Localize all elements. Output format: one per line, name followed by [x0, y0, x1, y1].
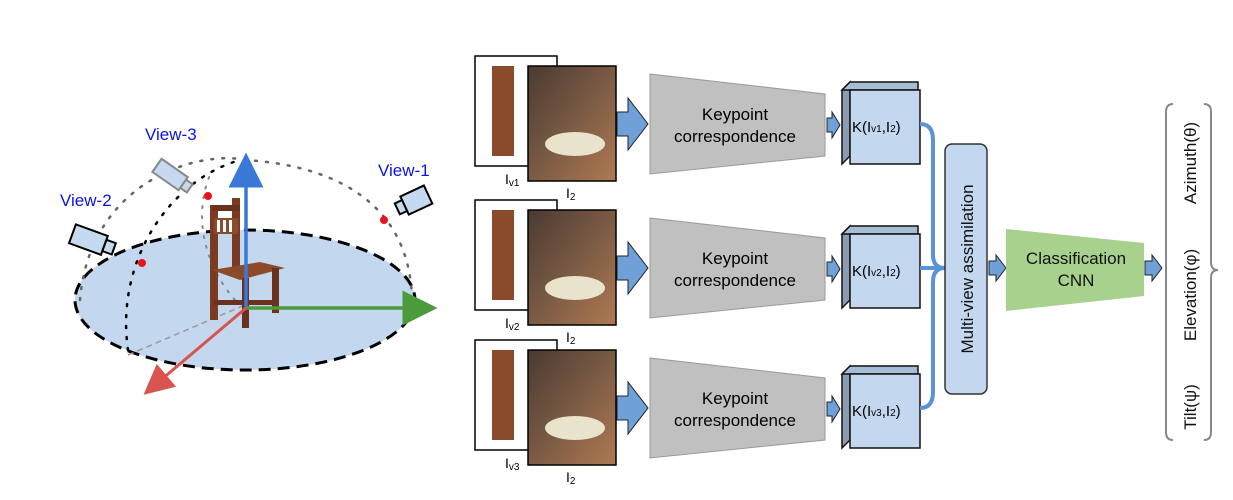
- connector-row-3: [919, 266, 946, 410]
- view-1-label: View-1: [378, 161, 430, 180]
- view-sphere-arc-inner: [124, 158, 242, 352]
- view-3-label: View-3: [145, 125, 197, 144]
- real-image: [527, 349, 617, 466]
- keypoint-correspondence-box: [649, 217, 826, 319]
- feature-label: K(Iv1,I2): [852, 119, 901, 136]
- keypoint-label-line1: Keypoint: [702, 249, 768, 268]
- view-2-label: View-2: [60, 191, 112, 210]
- output-tilt: Tilt(ψ): [1181, 384, 1200, 429]
- camera-icon-view-2: [67, 223, 118, 257]
- real-chair-seat: [545, 276, 605, 300]
- real-image-label: I2: [566, 185, 576, 203]
- view-2-point: [138, 259, 146, 267]
- classifier-label-line1: Classification: [1026, 249, 1126, 268]
- view-sphere-arc-back: [201, 174, 236, 301]
- feature-label: K(Iv2,I2): [852, 263, 901, 280]
- arrow-to-classifier: [988, 253, 1007, 283]
- output-elevation: Elevation(φ): [1181, 249, 1200, 341]
- arrow-to-keypoint: [616, 96, 649, 152]
- arrow-to-feature: [826, 254, 841, 284]
- output-bracket-left: [1165, 103, 1174, 441]
- keypoint-correspondence-box: [649, 73, 826, 175]
- axis-front: [143, 306, 247, 395]
- output-brace-right: [1203, 103, 1219, 441]
- real-chair-seat: [545, 132, 605, 156]
- arrow-to-feature: [826, 394, 841, 424]
- arrow-to-outputs: [1144, 253, 1163, 283]
- feature-cube-front: [849, 89, 921, 165]
- feature-cube-top: [840, 81, 919, 91]
- keypoint-label-line1: Keypoint: [702, 105, 768, 124]
- feature-cube-side: [841, 224, 851, 310]
- rendered-image-label: Iv3: [505, 455, 520, 473]
- arrow-to-keypoint: [616, 380, 649, 436]
- arrow-to-keypoint: [616, 240, 649, 296]
- rendered-image-label: Iv2: [505, 315, 520, 333]
- feature-cube-side: [841, 80, 851, 166]
- real-image-label: I2: [566, 329, 576, 347]
- camera-icon-view-1: [393, 184, 434, 216]
- keypoint-label-line2: correspondence: [674, 271, 796, 290]
- keypoint-label-line1: Keypoint: [702, 389, 768, 408]
- real-chair-seat: [545, 416, 605, 440]
- keypoint-correspondence-box: [649, 357, 826, 459]
- classifier-box: [1006, 229, 1144, 311]
- feature-label: K(Iv3,I2): [852, 403, 901, 420]
- feature-cube-front: [849, 233, 921, 309]
- feature-cube-top: [840, 365, 919, 375]
- rendered-image-label: Iv1: [505, 171, 520, 189]
- view-1-point: [380, 216, 388, 224]
- rendered-chair: [492, 66, 514, 156]
- feature-cube-top: [840, 225, 919, 235]
- feature-cube-side: [841, 364, 851, 450]
- classifier-label-line2: CNN: [1058, 271, 1095, 290]
- arrow-to-feature: [826, 110, 841, 140]
- keypoint-label-line2: correspondence: [674, 127, 796, 146]
- scene: View-3 View-2 View-1: [60, 125, 438, 395]
- assimilation-box: [944, 143, 988, 395]
- real-image: [527, 209, 617, 326]
- rendered-chair: [492, 350, 514, 440]
- projection-line: [127, 304, 246, 356]
- keypoint-label-line2: correspondence: [674, 411, 796, 430]
- output-azimuth: Azimuth(θ): [1181, 122, 1200, 204]
- real-image-label: I2: [566, 469, 576, 487]
- camera-icon-view-3: [150, 157, 195, 194]
- feature-cube-front: [849, 373, 921, 449]
- rendered-chair: [492, 210, 514, 300]
- real-image: [527, 65, 617, 182]
- view-3-point: [204, 192, 212, 200]
- assimilation-label: Multi-view assimilation: [958, 184, 977, 353]
- connector-row-1: [919, 122, 946, 270]
